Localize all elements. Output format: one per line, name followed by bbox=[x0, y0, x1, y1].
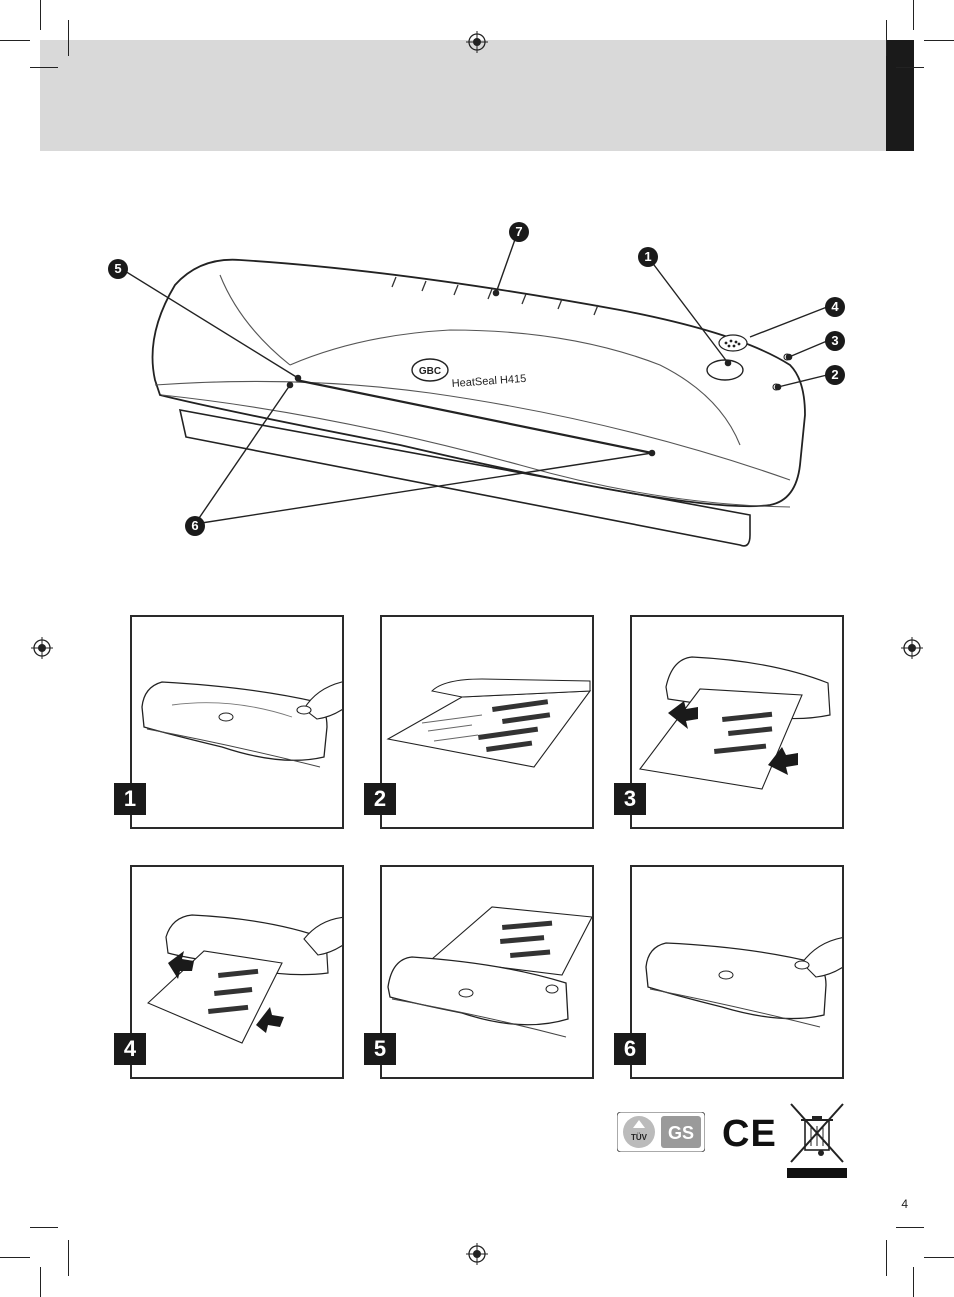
crossed-out-wheelie-bin-icon bbox=[787, 1100, 847, 1180]
registration-mark-icon bbox=[466, 31, 488, 53]
tuv-gs-certification-icon: TÜV GS bbox=[617, 1112, 705, 1152]
step-panel-2 bbox=[380, 615, 594, 829]
ce-mark: CE bbox=[722, 1114, 777, 1154]
step-panel-5 bbox=[380, 865, 594, 1079]
callout-6: 6 bbox=[185, 516, 205, 536]
callout-4: 4 bbox=[825, 297, 845, 317]
section-tab bbox=[886, 40, 914, 151]
registration-mark-icon bbox=[466, 1243, 488, 1265]
callout-3: 3 bbox=[825, 331, 845, 351]
step-panel-6 bbox=[630, 865, 844, 1079]
step-panel-1 bbox=[130, 615, 344, 829]
callout-2: 2 bbox=[825, 365, 845, 385]
step-number-3: 3 bbox=[614, 783, 646, 815]
step-number-2: 2 bbox=[364, 783, 396, 815]
step-number-6: 6 bbox=[614, 1033, 646, 1065]
header-band bbox=[40, 40, 886, 151]
step-panel-4 bbox=[130, 865, 344, 1079]
brand-logo: GBC bbox=[419, 366, 441, 377]
svg-text:GS: GS bbox=[668, 1123, 694, 1143]
registration-mark-icon bbox=[901, 637, 923, 659]
step-panel-3 bbox=[630, 615, 844, 829]
step-number-4: 4 bbox=[114, 1033, 146, 1065]
laminator-diagram: GBC HeatSeal H415 bbox=[100, 215, 860, 560]
step-number-1: 1 bbox=[114, 783, 146, 815]
step-number-5: 5 bbox=[364, 1033, 396, 1065]
registration-mark-icon bbox=[31, 637, 53, 659]
callout-7: 7 bbox=[509, 222, 529, 242]
callout-1: 1 bbox=[638, 247, 658, 267]
svg-text:TÜV: TÜV bbox=[631, 1133, 648, 1142]
callout-5: 5 bbox=[108, 259, 128, 279]
page-number: 4 bbox=[901, 1197, 908, 1211]
